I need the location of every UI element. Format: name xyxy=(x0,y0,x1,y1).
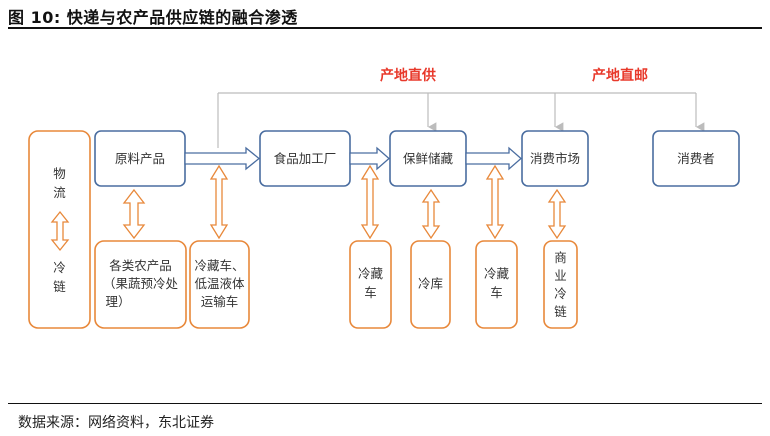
bottom-rule xyxy=(8,403,762,404)
logistics-storage-box xyxy=(410,240,451,329)
figure-title: 图 10: 快递与农产品供应链的融合渗透 xyxy=(8,8,298,27)
logistics-commercial-char-4: 链 xyxy=(554,304,567,319)
top-rule xyxy=(8,27,762,29)
link-arrow-raw-farm xyxy=(122,188,146,240)
logistics-transport-line-3: 运输车 xyxy=(201,294,239,309)
logistics-farm-line-3: 理） xyxy=(105,294,130,309)
logistics-main-char-2: 流 xyxy=(53,185,66,200)
logistics-truck2-box xyxy=(475,240,518,329)
logistics-truck1-line-1: 冷藏 xyxy=(358,266,384,281)
node-food-label: 食品加工厂 xyxy=(274,151,337,166)
link-arrow-truck1 xyxy=(360,164,380,240)
node-market-box xyxy=(521,130,589,187)
logistics-farm-box xyxy=(94,240,187,329)
logistics-truck2-line-2: 车 xyxy=(490,285,503,300)
logistics-farm-line-2: （果蔬预冷处 xyxy=(103,276,179,291)
logistics-commercial-box xyxy=(543,240,578,329)
logistics-transport-line-2: 低温液体 xyxy=(194,276,245,291)
logistics-main-char-1: 物 xyxy=(53,166,66,181)
logistics-transport-box xyxy=(189,240,250,329)
node-consumer-label: 消费者 xyxy=(677,151,715,166)
node-consumer-box xyxy=(652,130,740,187)
link-arrow-transport xyxy=(209,164,229,240)
flow-arrow-raw-food xyxy=(184,146,261,171)
logistics-truck1-box xyxy=(349,240,392,329)
logistics-transport-line-1: 冷藏车、 xyxy=(194,258,244,273)
flow-arrow-fresh-market xyxy=(465,146,522,171)
direct-mail-label: 产地直邮 xyxy=(592,67,648,84)
link-arrow-commercial xyxy=(547,188,567,240)
node-raw-label: 原料产品 xyxy=(115,151,165,166)
logistics-commercial-char-3: 冷 xyxy=(554,286,567,301)
link-arrow-storage xyxy=(421,188,441,240)
logistics-truck2-line-1: 冷藏 xyxy=(484,266,510,281)
logistics-commercial-char-2: 业 xyxy=(554,268,567,283)
source-note: 数据来源：网络资料，东北证券 xyxy=(18,415,214,431)
link-arrow-truck2 xyxy=(485,164,505,240)
logistics-commercial-char-1: 商 xyxy=(554,250,567,265)
logistics-storage-label: 冷库 xyxy=(418,276,443,291)
node-market-label: 消费市场 xyxy=(530,151,580,166)
node-fresh-label: 保鲜储藏 xyxy=(403,151,454,166)
link-arrow-main xyxy=(50,210,70,252)
direct-connectors xyxy=(217,92,705,148)
direct-supply-label: 产地直供 xyxy=(380,67,436,84)
flow-arrow-food-fresh xyxy=(349,146,390,171)
logistics-main-char-4: 链 xyxy=(53,279,66,294)
logistics-farm-line-1: 各类农产品 xyxy=(109,258,172,273)
logistics-main-char-3: 冷 xyxy=(53,260,66,275)
logistics-truck1-line-2: 车 xyxy=(364,285,377,300)
